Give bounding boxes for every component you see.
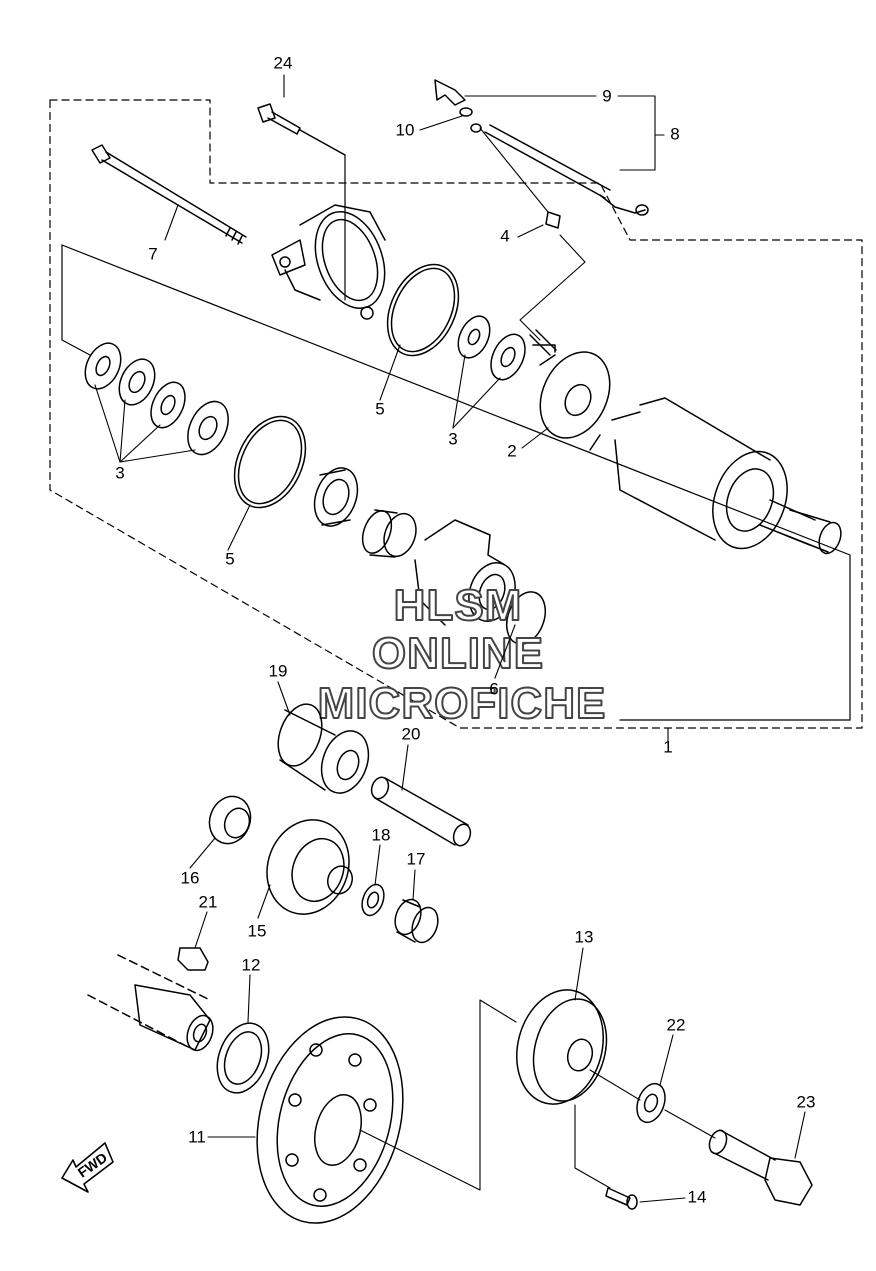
terminal-bolt	[529, 211, 561, 356]
assembly-boundary-dashed	[49, 99, 863, 729]
o-ring-5-upper	[386, 263, 460, 357]
label-part-11: 11	[188, 1127, 206, 1146]
starter-clutch-15	[266, 819, 354, 915]
yoke-armature	[611, 397, 842, 555]
label-part-20: 20	[402, 724, 421, 743]
screw-14	[605, 1187, 638, 1210]
watermark: HLSM ONLINE MICROFICHE	[317, 580, 607, 729]
label-part-24: 24	[274, 53, 293, 72]
front-cover	[271, 204, 386, 320]
watermark-line3: MICROFICHE	[318, 679, 607, 728]
crankshaft-stub	[134, 984, 214, 1052]
label-part-1: 1	[663, 737, 672, 756]
bolt-24	[257, 103, 346, 301]
label-part-17: 17	[407, 849, 426, 868]
bearing-16	[208, 795, 252, 845]
needle-bearing-17	[394, 898, 439, 944]
label-part-13: 13	[575, 927, 594, 946]
label-part-14: 14	[688, 1187, 707, 1206]
through-bolt-7	[91, 144, 247, 245]
label-part-3-left: 3	[115, 463, 124, 482]
bearing-middle	[313, 467, 359, 527]
rear-cover	[414, 519, 547, 645]
washer-12	[216, 1022, 270, 1094]
starter-internal-outline	[61, 244, 851, 721]
needle-bearing-middle	[361, 509, 417, 558]
label-part-10: 10	[396, 120, 415, 139]
label-part-5-lower: 5	[225, 549, 234, 568]
leader-lines	[94, 74, 806, 1203]
label-part-23: 23	[797, 1092, 816, 1111]
hose-assembly	[434, 79, 649, 216]
washers-3-left	[84, 342, 229, 456]
label-part-7: 7	[148, 244, 157, 263]
washers-3-upper	[457, 315, 526, 381]
o-ring-5-lower	[233, 415, 307, 509]
bolt-23	[708, 1129, 813, 1206]
label-part-8: 8	[670, 124, 679, 143]
label-part-16: 16	[181, 868, 200, 887]
watermark-line1: HLSM	[394, 581, 523, 630]
rotor-13	[515, 989, 608, 1105]
label-part-6: 6	[489, 679, 498, 698]
label-part-2: 2	[507, 441, 516, 460]
label-part-22: 22	[667, 1015, 686, 1034]
watermark-line2: ONLINE	[372, 629, 544, 678]
flywheel-gear-11	[256, 1016, 404, 1224]
fwd-arrow-icon: FWD	[61, 1142, 114, 1193]
crankshaft-end	[87, 954, 211, 1049]
shaft-20	[370, 776, 472, 847]
label-part-5-upper: 5	[375, 399, 384, 418]
label-part-12: 12	[242, 955, 261, 974]
label-part-21: 21	[199, 892, 218, 911]
label-part-9: 9	[602, 86, 611, 105]
label-part-4: 4	[500, 226, 509, 245]
label-part-18: 18	[372, 825, 391, 844]
washer-22	[636, 1082, 666, 1124]
label-part-3-upper: 3	[448, 429, 457, 448]
woodruff-key-21	[177, 947, 209, 971]
label-part-19: 19	[269, 661, 288, 680]
label-part-15: 15	[248, 921, 267, 940]
part-labels: 1 2 3 3 4 5 5 6 7 8 9 10 11 12 13 14 15 …	[115, 53, 815, 1206]
starter-clutch-gear-19	[277, 703, 370, 794]
washer-18	[361, 883, 385, 917]
